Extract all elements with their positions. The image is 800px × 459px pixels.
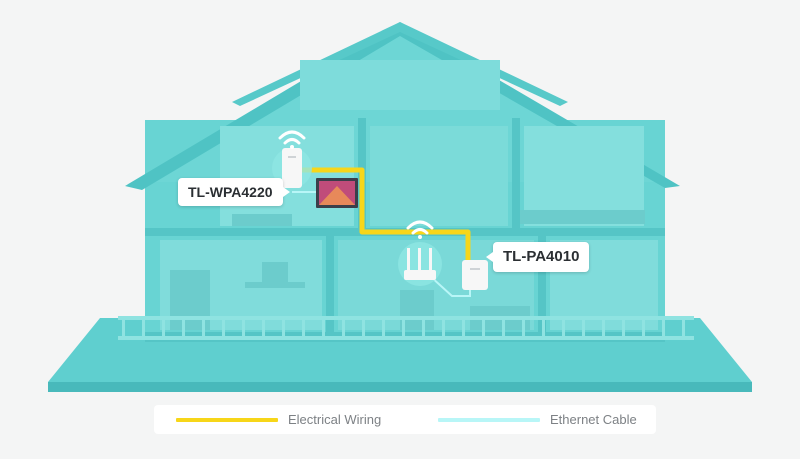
electrical-wiring-line	[300, 167, 471, 268]
ethernet-cable-to-router	[429, 275, 471, 297]
device-label-tl-pa4010: TL-PA4010	[485, 242, 590, 272]
router-icon	[404, 248, 436, 280]
legend-item-electrical-wiring: Electrical Wiring	[176, 405, 381, 434]
legend-item-ethernet-cable: Ethernet Cable	[438, 405, 637, 434]
wireless-router	[398, 220, 442, 286]
adapter-icon	[282, 148, 302, 188]
device-label-tl-wpa4220: TL-WPA4220	[178, 178, 290, 206]
adapter-icon	[462, 260, 488, 290]
house-diagram	[48, 22, 752, 392]
legend-swatch-electrical-wiring	[176, 417, 278, 422]
legend-label-electrical-wiring: Electrical Wiring	[288, 412, 382, 427]
legend-swatch-ethernet-cable	[438, 417, 540, 422]
porch-fence	[118, 316, 694, 340]
legend: Electrical Wiring Ethernet Cable	[154, 405, 656, 434]
wifi-icon	[406, 220, 434, 235]
wifi-icon	[278, 130, 306, 145]
tl-pa4010-adapter	[462, 260, 488, 290]
legend-label-ethernet-cable: Ethernet Cable	[550, 412, 637, 427]
tv-icon	[316, 178, 358, 208]
tl-wpa4220-adapter	[272, 130, 312, 188]
